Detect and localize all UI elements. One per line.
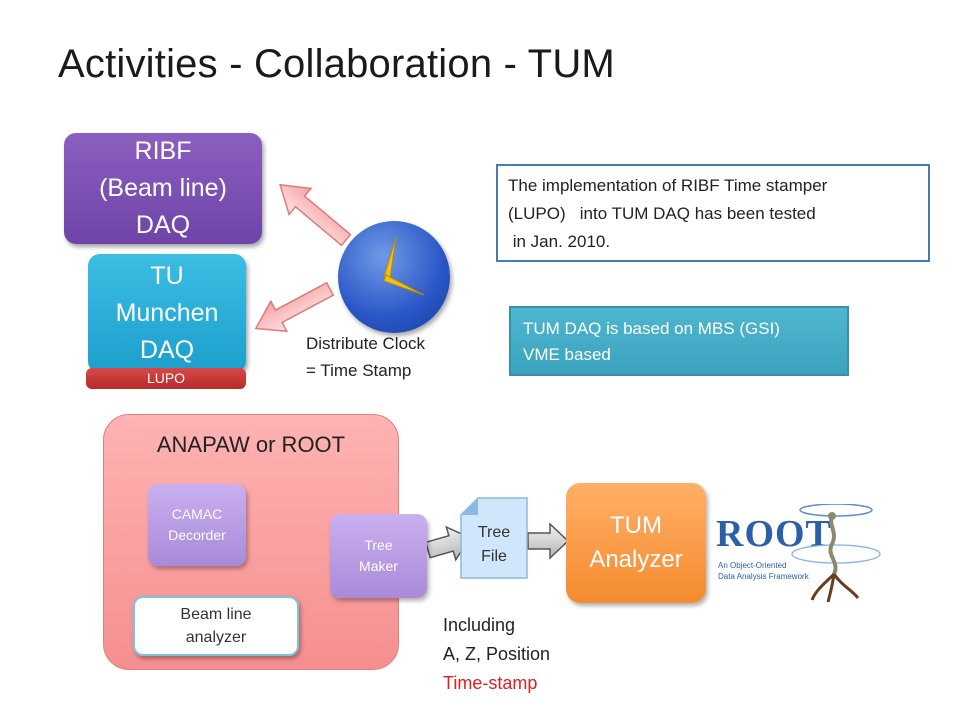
clock-icon bbox=[338, 221, 450, 333]
tree-line: Tree bbox=[364, 537, 393, 553]
beam-line: Beam line bbox=[180, 606, 252, 623]
beam-line-analyzer-box: Beam line analyzer bbox=[133, 596, 299, 656]
beam-line: analyzer bbox=[185, 629, 247, 646]
camac-line: CAMAC bbox=[171, 506, 223, 522]
note-line: in Jan. 2010. bbox=[508, 232, 611, 251]
anapaw-root-label: ANAPAW or ROOT bbox=[156, 432, 346, 457]
distribute-line: Distribute Clock bbox=[306, 334, 426, 353]
note-line: TUM DAQ is based on MBS (GSI) bbox=[523, 319, 780, 338]
tum-analyzer-box: TUM Analyzer bbox=[566, 483, 706, 603]
arrow-file-to-analyzer bbox=[527, 522, 570, 560]
root-logo-tagline: An Object-Oriented bbox=[718, 561, 786, 570]
note-line: (LUPO) into TUM DAQ has been tested bbox=[508, 204, 816, 223]
root-logo-word: ROOT bbox=[716, 513, 832, 555]
camac-decorder-box: CAMAC Decorder bbox=[148, 484, 246, 566]
implementation-note: The implementation of RIBF Time stamper … bbox=[496, 164, 930, 262]
arrow-to-ribf bbox=[279, 183, 352, 247]
ribf-line: (Beam line) bbox=[99, 174, 227, 202]
tu-line: DAQ bbox=[139, 336, 195, 364]
slide-title: Activities - Collaboration - TUM bbox=[58, 42, 615, 86]
tu-line: TU bbox=[150, 262, 184, 290]
camac-line: Decorder bbox=[168, 527, 226, 543]
note-line: VME based bbox=[523, 345, 611, 364]
tu-line: Munchen bbox=[115, 299, 219, 327]
tree-file-document: Tree File bbox=[460, 497, 528, 579]
ribf-line: DAQ bbox=[135, 211, 191, 239]
including-caption: Including A, Z, Position Time-stamp bbox=[443, 611, 550, 698]
file-line: Tree bbox=[477, 524, 511, 541]
analyzer-line: Analyzer bbox=[589, 546, 683, 573]
tu-munchen-daq-box: TU Munchen DAQ bbox=[88, 254, 246, 373]
including-line: A, Z, Position bbox=[443, 644, 551, 664]
note-line: The implementation of RIBF Time stamper bbox=[508, 176, 828, 195]
arrow-to-tu bbox=[254, 281, 335, 333]
tree-maker-box: Tree Maker bbox=[330, 514, 427, 598]
ribf-daq-box: RIBF (Beam line) DAQ bbox=[64, 133, 262, 244]
distribute-line: = Time Stamp bbox=[306, 361, 412, 380]
timestamp-line: Time-stamp bbox=[443, 673, 538, 693]
including-line: Including bbox=[443, 615, 516, 635]
lupo-bar: LUPO bbox=[86, 368, 246, 389]
mbs-note: TUM DAQ is based on MBS (GSI) VME based bbox=[509, 306, 849, 376]
root-logo-tagline: Data Analysis Framework bbox=[718, 572, 810, 581]
distribute-clock-caption: Distribute Clock = Time Stamp bbox=[306, 330, 425, 384]
file-line: File bbox=[481, 548, 507, 565]
tree-line: Maker bbox=[359, 558, 398, 574]
document-icon bbox=[460, 497, 528, 579]
analyzer-line: TUM bbox=[610, 512, 662, 539]
root-logo: ROOT An Object-Oriented Data Analysis Fr… bbox=[712, 504, 882, 604]
ribf-line: RIBF bbox=[134, 137, 192, 165]
